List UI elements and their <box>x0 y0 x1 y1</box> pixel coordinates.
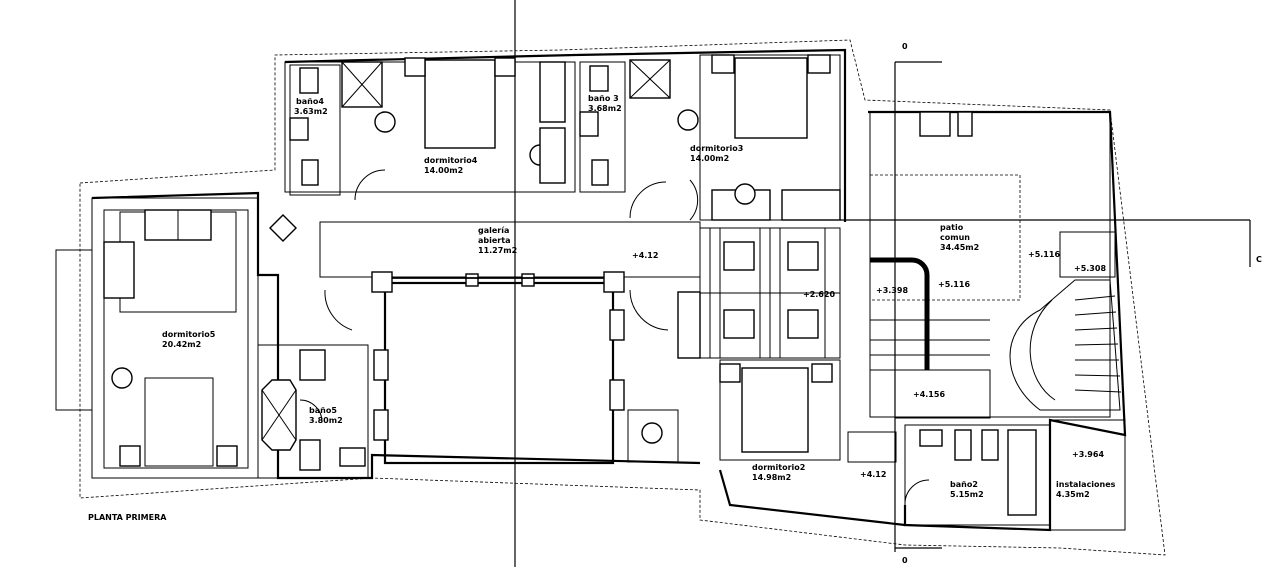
room-dormitorio5-name: dormitorio5 <box>162 330 216 339</box>
room-dormitorio2-name: dormitorio2 <box>752 463 805 472</box>
level-galeria: +4.12 <box>632 251 658 260</box>
room-dormitorio2-area: 14.98m2 <box>752 473 791 482</box>
room-bano4-area: 3.63m2 <box>294 107 328 116</box>
room-dormitorio3-area: 14.00m2 <box>690 154 729 163</box>
room-patio-name1: patio <box>940 223 964 232</box>
room-patio-area: 34.45m2 <box>940 243 979 252</box>
level-entry: +4.12 <box>860 470 886 479</box>
room-galeria-name2: abierta <box>478 236 510 245</box>
level-patio-c: +5.308 <box>1074 264 1106 273</box>
room-bano2-name: baño2 <box>950 480 978 489</box>
room-bano5-name: baño5 <box>309 406 337 415</box>
level-patio-b: +5.116 <box>1028 250 1060 259</box>
room-bano3-area: 3.68m2 <box>588 104 622 113</box>
room-bano3-name: baño 3 <box>588 94 619 103</box>
room-instalaciones-name: instalaciones <box>1056 480 1116 489</box>
level-stair-top: +3.398 <box>876 286 908 295</box>
room-bano5-area: 3.80m2 <box>309 416 343 425</box>
site-boundary <box>79 39 1166 556</box>
level-landing: +4.156 <box>913 390 945 399</box>
outer-wall-north <box>284 48 847 222</box>
plan-title: PLANTA PRIMERA <box>88 513 167 522</box>
level-instalaciones: +3.964 <box>1072 450 1104 459</box>
room-galeria-area: 11.27m2 <box>478 246 517 255</box>
axis-label-right: C <box>1256 255 1262 264</box>
outer-wall-south <box>718 469 906 527</box>
level-stair: +2.620 <box>803 290 835 299</box>
room-patio-name2: comun <box>940 233 970 242</box>
level-patio-a: +5.116 <box>938 280 970 289</box>
axis-label-bottom: 0 <box>902 556 908 565</box>
axis-label-top: 0 <box>902 42 908 51</box>
room-dormitorio4-area: 14.00m2 <box>424 166 463 175</box>
room-galeria-name1: galería <box>478 226 509 235</box>
room-dormitorio5-area: 20.42m2 <box>162 340 201 349</box>
room-dormitorio3-name: dormitorio3 <box>690 144 743 153</box>
room-dormitorio4-name: dormitorio4 <box>424 156 478 165</box>
room-bano4-name: baño4 <box>296 97 324 106</box>
room-bano2-area: 5.15m2 <box>950 490 984 499</box>
room-instalaciones-area: 4.35m2 <box>1056 490 1090 499</box>
